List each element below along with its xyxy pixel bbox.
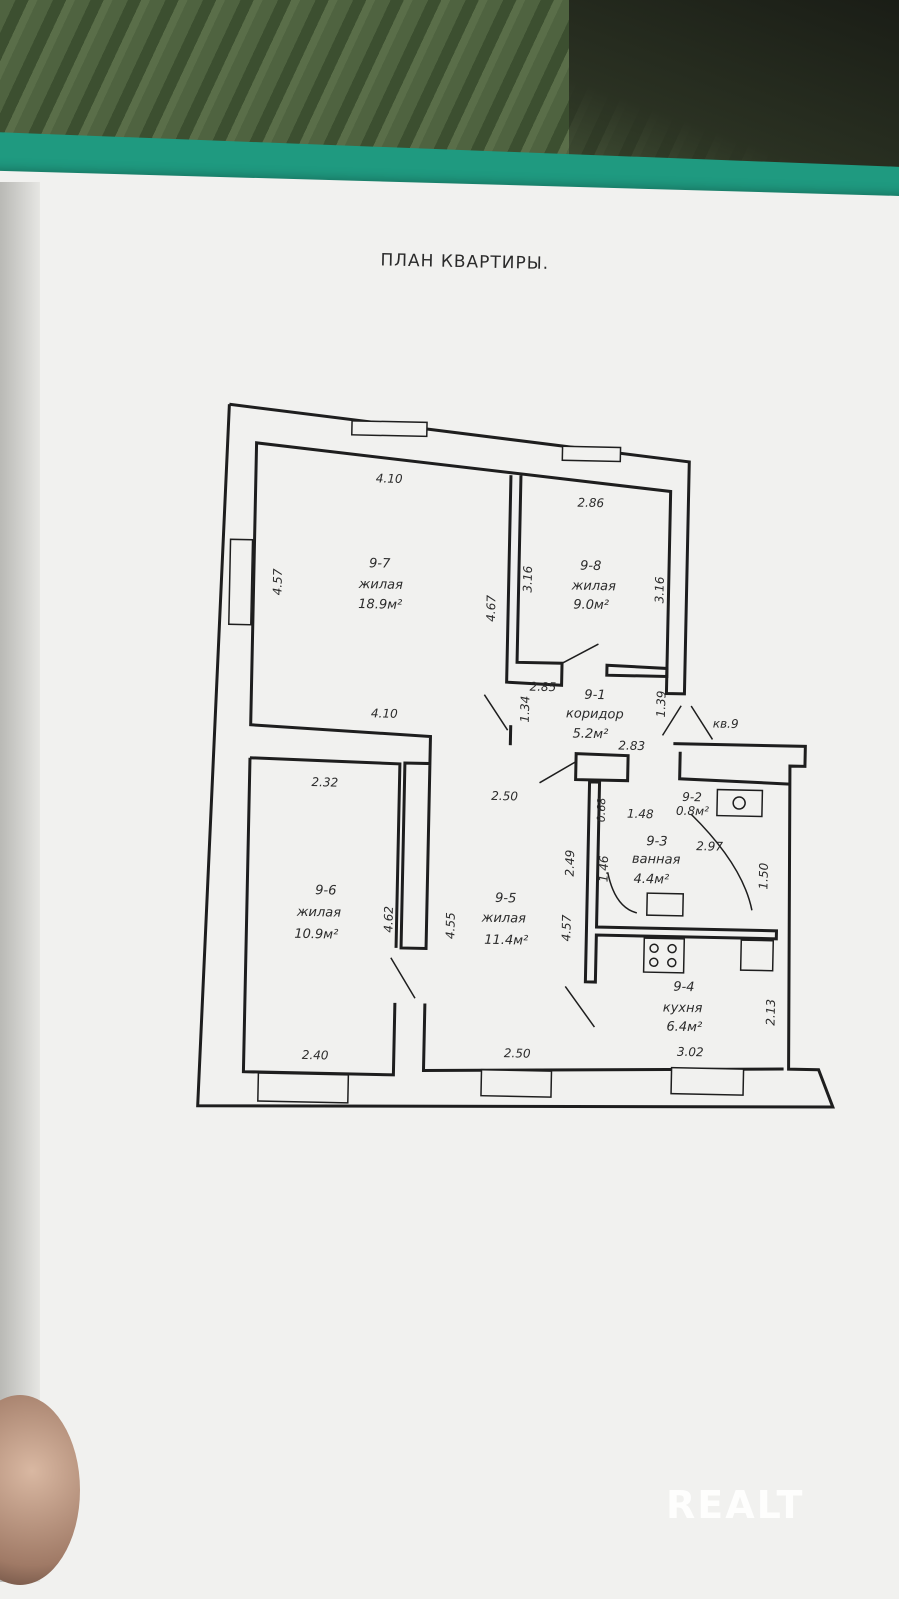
burner-icon — [649, 943, 659, 954]
dim-right: 4.62 — [381, 906, 396, 933]
room-area: 5.2м² — [572, 727, 608, 743]
room-area: 11.4м² — [484, 933, 528, 949]
room-area: 4.4м² — [633, 872, 669, 888]
dim-right: 2.13 — [763, 999, 778, 1026]
dim-left: 4.55 — [443, 912, 458, 939]
dim-top: 2.86 — [577, 496, 604, 511]
window-top-2 — [561, 445, 622, 463]
door-swings — [390, 643, 753, 1028]
dim-top: 4.10 — [376, 471, 403, 486]
page-edge — [0, 182, 40, 1582]
room-id: 9-7 — [369, 556, 391, 571]
window-bottom-3 — [670, 1066, 745, 1096]
room-type: жилая — [296, 905, 342, 921]
dim-left: 1.34 — [518, 696, 533, 723]
room-type: жилая — [357, 577, 403, 593]
room-area: 9.0м² — [573, 598, 609, 614]
room-id: 9-1 — [584, 688, 606, 703]
window-top-1 — [351, 420, 428, 438]
fixtures — [642, 788, 775, 974]
dim-a: 0.68 — [595, 798, 609, 823]
dim-bottom: 2.50 — [504, 1046, 531, 1061]
walls — [196, 402, 835, 1109]
toilet-fixture — [716, 788, 764, 818]
window-left — [228, 538, 254, 626]
room-type: жилая — [571, 578, 617, 594]
dim-extra: 2.49 — [563, 850, 578, 877]
room-id: 9-3 — [646, 834, 668, 849]
room-9-4: 9-4 кухня 6.4м² 3.02 2.13 — [663, 980, 778, 1060]
room-area: 6.4м² — [666, 1020, 702, 1036]
dim-left: 1.46 — [596, 855, 611, 882]
window-bottom-2 — [480, 1068, 553, 1098]
burner-icon — [649, 957, 659, 968]
room-area: 10.9м² — [294, 927, 338, 943]
dim-left: 4.57 — [270, 568, 285, 595]
room-area: 0.8м² — [676, 804, 709, 819]
room-9-1: 9-1 коридор 5.2м² 2.83 1.34 1.39 кв.9 — [518, 688, 739, 753]
dim-top: 2.50 — [491, 789, 518, 804]
room-id: 9-5 — [495, 891, 517, 906]
sink-fixture — [646, 892, 685, 917]
dim-left: 3.16 — [521, 565, 536, 592]
room-id: 9-4 — [673, 980, 695, 995]
dim-right: 1.50 — [756, 862, 771, 889]
window-bottom-1 — [257, 1072, 350, 1104]
windows — [228, 420, 745, 1104]
apartment-marker: кв.9 — [713, 716, 739, 731]
kitchen-sink-fixture — [739, 939, 775, 972]
burner-icon — [667, 957, 677, 968]
plan-title: ПЛАН КВАРТИРЫ. — [380, 250, 549, 274]
room-9-8: 9-8 жилая 9.0м² 2.86 2.85 3.16 3.16 — [521, 496, 667, 695]
room-id: 9-8 — [580, 559, 602, 574]
stove-fixture — [642, 937, 686, 974]
toilet-bowl-icon — [732, 796, 746, 810]
dim-bottom: 2.85 — [529, 680, 556, 695]
room-9-5: 9-5 жилая 11.4м² 2.50 2.50 4.55 4.57 2.4… — [443, 789, 578, 1061]
room-9-3: 9-3 ванная 4.4м² 2.97 1.46 1.50 — [596, 834, 771, 890]
dim-top: 2.97 — [696, 839, 723, 854]
room-area: 18.9м² — [358, 597, 402, 613]
dim-right: 4.67 — [484, 595, 499, 622]
dim-bottom: 4.10 — [371, 706, 398, 721]
room-type: коридор — [566, 706, 624, 722]
room-id: 9-6 — [315, 883, 337, 898]
room-id: 9-2 — [682, 790, 702, 804]
burner-icon — [667, 943, 677, 954]
dim-bottom: 2.40 — [302, 1048, 329, 1063]
room-9-6: 9-6 жилая 10.9м² 2.32 2.40 4.62 — [294, 775, 396, 1063]
dim-bottom: 2.83 — [618, 738, 645, 753]
room-type: жилая — [481, 911, 527, 927]
room-type: кухня — [663, 1000, 703, 1016]
dim-right: 1.39 — [654, 691, 669, 718]
dim-right: 3.16 — [652, 576, 667, 603]
dim-right: 4.57 — [559, 914, 574, 941]
room-9-7: 9-7 жилая 18.9м² 4.10 4.10 4.57 4.67 — [270, 471, 499, 721]
dim-b: 1.48 — [627, 807, 654, 822]
room-type: ванная — [632, 852, 681, 868]
dim-top: 2.32 — [311, 775, 338, 790]
room-9-2: 9-2 0.8м² 0.68 1.48 — [595, 790, 710, 823]
watermark-logo: REALT — [666, 1483, 805, 1527]
dim-bottom: 3.02 — [677, 1045, 704, 1060]
